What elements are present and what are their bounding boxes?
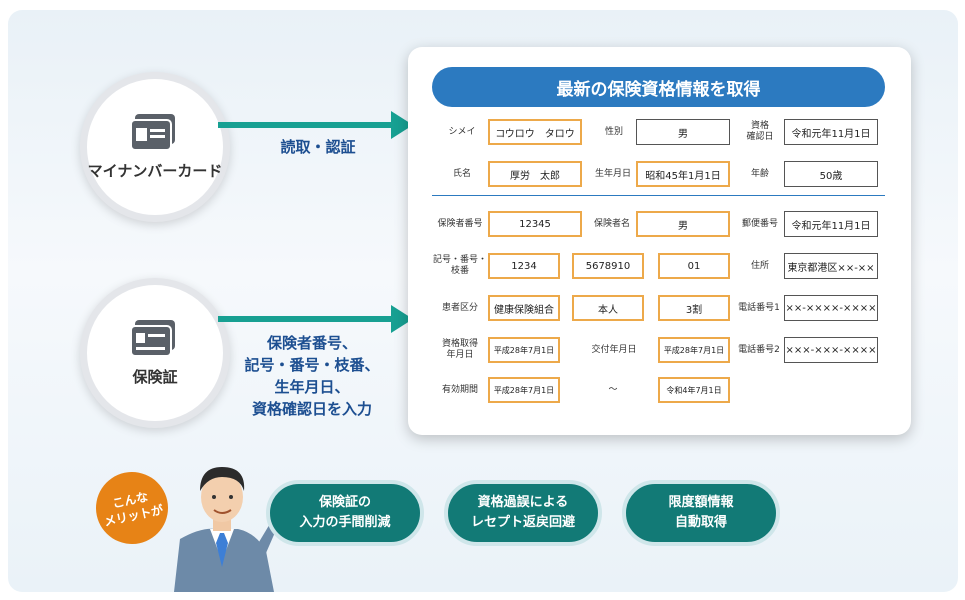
postal-label: 郵便番号 <box>741 218 778 229</box>
input-label-line-2: 記号・番号・枝番、 <box>244 356 380 374</box>
input-label: 保険者番号、 記号・番号・枝番、 生年月日、 資格確認日を入力 <box>232 332 392 420</box>
confirm-date-label: 資格 確認日 <box>746 121 774 142</box>
read-arrow <box>218 111 413 139</box>
symbol-field[interactable]: 1234 <box>488 253 560 279</box>
valid-label: 有効期間 <box>441 384 478 395</box>
input-label-line-1: 保険者番号、 <box>266 334 357 352</box>
postal-field[interactable]: 令和元年11月1日 <box>784 211 878 237</box>
valid-from-field[interactable]: 平成28年7月1日 <box>488 377 560 403</box>
input-arrow <box>218 305 413 333</box>
tel2-label: 電話番号2 <box>738 344 780 355</box>
businessman-illustration <box>156 455 286 592</box>
insurance-card-label: 保険証 <box>132 367 178 386</box>
issue-label: 交付年月日 <box>591 344 637 355</box>
ratio-field[interactable]: 3割 <box>658 295 730 321</box>
name-field[interactable]: 厚労 太郎 <box>488 161 582 187</box>
symbol-label: 記号・番号・ 枝番 <box>432 255 487 276</box>
insurance-info-panel: 最新の保険資格情報を取得 シメイ コウロウ タロウ 性別 男 資格 確認日 令和… <box>408 47 911 435</box>
insurer-name-field[interactable]: 男 <box>636 211 730 237</box>
mynumber-card-label: マイナンバーカード <box>87 161 223 180</box>
valid-separator: ～ <box>608 384 618 395</box>
age-label: 年齢 <box>750 168 769 179</box>
patient-field[interactable]: 健康保険組合 <box>488 295 560 321</box>
confirm-date-field[interactable]: 令和元年11月1日 <box>784 119 878 145</box>
issue-field[interactable]: 平成28年7月1日 <box>658 337 730 363</box>
address-field[interactable]: 東京都港区××-×× <box>784 253 878 279</box>
insurer-name-label: 保険者名 <box>593 218 630 229</box>
id-card-icon <box>130 113 179 151</box>
acquire-label: 資格取得 年月日 <box>441 339 478 360</box>
merit-rejection-avoid: 資格過誤による レセプト返戻回避 <box>444 480 602 546</box>
tel1-field[interactable]: ××-××××-×××× <box>784 295 878 321</box>
input-label-line-4: 資格確認日を入力 <box>251 400 372 418</box>
patient-type-field[interactable]: 本人 <box>572 295 644 321</box>
panel-divider <box>432 195 885 196</box>
merit-input-reduction: 保険証の 入力の手間削減 <box>266 480 424 546</box>
birth-field[interactable]: 昭和45年1月1日 <box>636 161 730 187</box>
sex-label: 性別 <box>604 126 623 137</box>
kana-label: シメイ <box>448 126 476 137</box>
address-label: 住所 <box>750 260 769 271</box>
tel1-label: 電話番号1 <box>738 302 780 313</box>
number-field[interactable]: 5678910 <box>572 253 644 279</box>
age-field[interactable]: 50歳 <box>784 161 878 187</box>
acquire-field[interactable]: 平成28年7月1日 <box>488 337 560 363</box>
insurer-no-field[interactable]: 12345 <box>488 211 582 237</box>
sex-field[interactable]: 男 <box>636 119 730 145</box>
name-label: 氏名 <box>452 168 471 179</box>
birth-label: 生年月日 <box>594 168 631 179</box>
insurance-card-icon <box>130 319 179 357</box>
input-label-line-3: 生年月日、 <box>274 378 350 396</box>
insurer-no-label: 保険者番号 <box>437 218 483 229</box>
panel-title: 最新の保険資格情報を取得 <box>432 67 885 107</box>
background-stage: マイナンバーカード 保険証 読取・認証 保険者番号、 記号・番号・枝番、 生年月… <box>8 10 958 592</box>
branch-field[interactable]: 01 <box>658 253 730 279</box>
read-auth-label: 読取・認証 <box>280 138 356 156</box>
tel2-field[interactable]: ×××-×××-×××× <box>784 337 878 363</box>
insurance-card-circle: 保険証 <box>80 278 230 428</box>
merit-limit-info: 限度額情報 自動取得 <box>622 480 780 546</box>
patient-label: 患者区分 <box>441 302 478 313</box>
mynumber-card-circle: マイナンバーカード <box>80 72 230 222</box>
valid-to-field[interactable]: 令和4年7月1日 <box>658 377 730 403</box>
kana-field[interactable]: コウロウ タロウ <box>488 119 582 145</box>
